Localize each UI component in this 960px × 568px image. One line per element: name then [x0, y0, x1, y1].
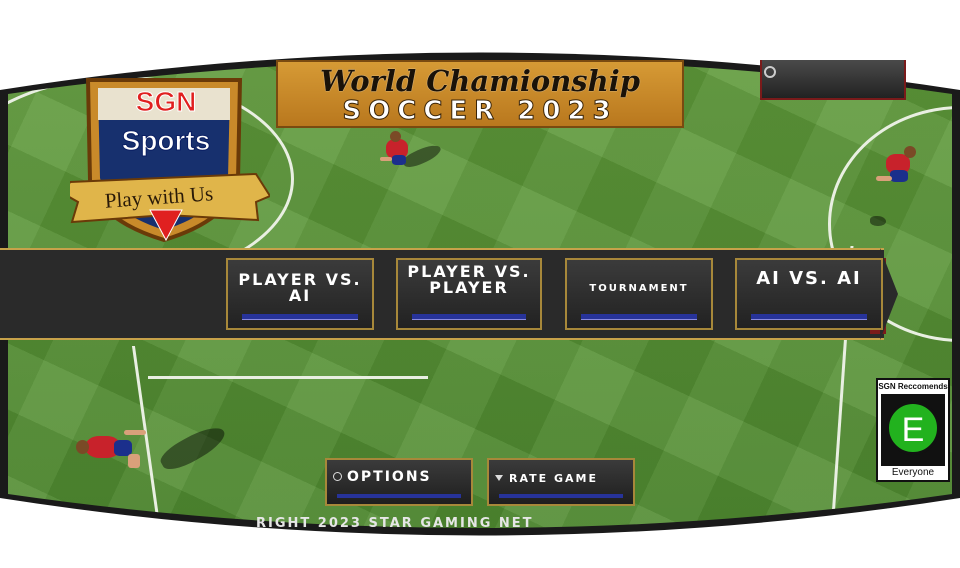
settings-icon[interactable] — [764, 66, 776, 78]
rate-game-button[interactable]: RATE GAME — [487, 458, 635, 506]
button-bar — [499, 494, 623, 498]
mode-bar — [751, 314, 867, 320]
content-rating-badge: SGN Reccomends E Everyone — [876, 378, 950, 482]
button-bar — [337, 494, 461, 498]
shield-icon — [62, 78, 272, 243]
mode-label: TOURNAMENT — [589, 283, 689, 294]
mode-label: PLAYER VS. AI — [238, 270, 362, 305]
gear-icon — [333, 472, 342, 481]
copyright-text: RIGHT 2023 STAR GAMING NET — [256, 516, 534, 531]
rating-footer: Everyone — [891, 467, 935, 478]
rating-header: SGN Reccomends — [878, 382, 948, 391]
title-line-1: World Chamionship — [319, 64, 640, 98]
arrow-icon — [495, 475, 503, 481]
rating-circle: E — [886, 401, 940, 455]
sgn-sports-logo: SGN Sports Play with Us — [62, 70, 272, 250]
mode-bar — [412, 314, 526, 320]
tournament-button[interactable]: TOURNAMENT — [565, 258, 713, 330]
rating-letter: E — [901, 411, 925, 449]
logo-sport: Sports — [121, 125, 211, 157]
player-vs-ai-button[interactable]: PLAYER VS. AI — [226, 258, 374, 330]
mode-bar — [242, 314, 358, 320]
options-button[interactable]: OPTIONS — [325, 458, 473, 506]
rate-label: RATE GAME — [509, 472, 598, 485]
mode-label: AI VS. AI — [756, 268, 862, 289]
player-vs-player-button[interactable]: PLAYER VS. PLAYER — [396, 258, 542, 330]
band-arrow — [880, 248, 898, 340]
pitch-line-bottom — [148, 376, 428, 379]
logo-brand: SGN — [135, 86, 197, 118]
options-label: OPTIONS — [347, 469, 432, 485]
rating-box: E — [881, 394, 945, 466]
title-line-2: SOCCER 2023 — [342, 96, 618, 127]
mode-bar — [581, 314, 697, 320]
game-title: World Chamionship SOCCER 2023 — [276, 60, 684, 128]
mode-label: PLAYER VS. PLAYER — [407, 262, 531, 297]
ai-vs-ai-button[interactable]: AI VS. AI — [735, 258, 883, 330]
top-right-panel[interactable] — [760, 60, 906, 100]
